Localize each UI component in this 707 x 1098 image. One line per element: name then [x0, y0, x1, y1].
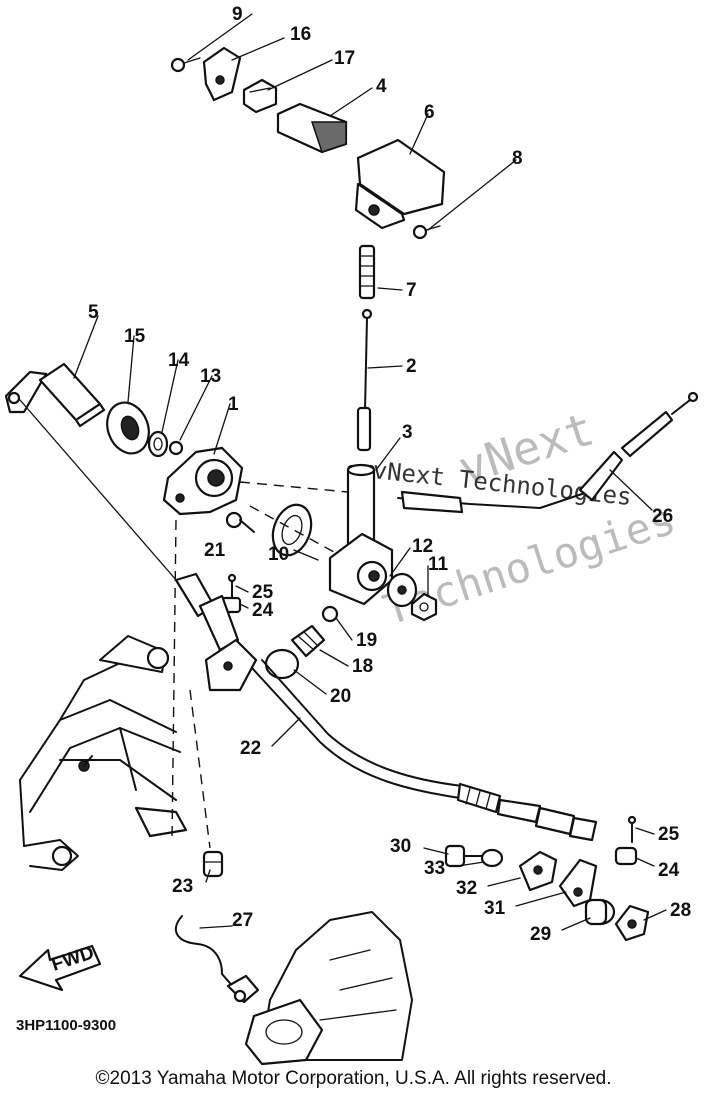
- part-33-washer: [480, 848, 504, 868]
- leader-lines: [73, 13, 667, 931]
- part-23-bolt: [202, 850, 224, 878]
- part-5-shift-shaft: [4, 362, 106, 428]
- callout-3: 3: [402, 422, 413, 443]
- part-1-shift-housing: [162, 446, 244, 516]
- callout-9: 9: [232, 4, 243, 25]
- alignment-line-1: [171, 519, 177, 841]
- part-25-pin-upper: [227, 573, 237, 601]
- part-19-ball: [321, 605, 339, 623]
- part-21-bolt: [225, 511, 255, 533]
- callout-28: 28: [670, 900, 691, 921]
- callout-33: 33: [424, 858, 445, 879]
- part-17-clip: [242, 78, 278, 114]
- callout-6: 6: [424, 102, 435, 123]
- callout-24-lower: 24: [658, 860, 680, 881]
- part-25-pin-lower: [627, 815, 637, 843]
- callout-14: 14: [168, 350, 190, 371]
- alignment-line-3: [239, 481, 349, 493]
- callout-1: 1: [228, 394, 239, 415]
- alignment-line-2: [189, 689, 211, 849]
- part-27-wire: [174, 915, 260, 1004]
- callout-20: 20: [330, 686, 351, 707]
- callout-31: 31: [484, 898, 506, 919]
- callout-32: 32: [456, 878, 477, 899]
- copyright-notice: ©2013 Yamaha Motor Corporation, U.S.A. A…: [95, 1068, 612, 1089]
- part-12-washer: [386, 572, 418, 608]
- callout-5: 5: [88, 302, 99, 323]
- callout-25-lower: 25: [658, 824, 680, 845]
- fwd-arrow-icon: FWD: [18, 942, 102, 992]
- callout-4: 4: [376, 76, 387, 97]
- lower-unit-housing: [244, 911, 413, 1066]
- callout-24-upper: 24: [252, 600, 274, 621]
- part-16-holder: [202, 46, 242, 102]
- callout-13: 13: [200, 366, 221, 387]
- part-14-washer: [147, 430, 169, 458]
- doc-number: 3HP1100-9300: [16, 1017, 116, 1034]
- part-3-shift-arm: [328, 463, 394, 606]
- linkage-rod-upper: [19, 399, 258, 692]
- callout-17: 17: [334, 48, 355, 69]
- part-22-shift-cable: [251, 659, 598, 842]
- callout-18: 18: [352, 656, 373, 677]
- shift-bracket-frame: [19, 635, 188, 871]
- callout-29: 29: [530, 924, 551, 945]
- part-32-collar: [518, 850, 558, 892]
- callout-7: 7: [406, 280, 417, 301]
- callout-27: 27: [232, 910, 253, 931]
- part-29-bushing: [584, 898, 616, 926]
- callout-19: 19: [356, 630, 377, 651]
- callout-10: 10: [268, 544, 289, 565]
- part-8-bolt: [412, 224, 441, 240]
- callout-labels: 9 16 17 4 6 8 7 2 5 15 14 13 1 3 26 21 1…: [88, 4, 691, 945]
- part-4-grip: [276, 102, 348, 154]
- callout-15: 15: [124, 326, 146, 347]
- callout-12: 12: [412, 536, 433, 557]
- part-2-rod: [356, 308, 373, 452]
- part-7-spring: [358, 244, 376, 300]
- part-26-cable: [397, 391, 699, 514]
- part-20-bushing: [264, 648, 300, 680]
- callout-11: 11: [428, 554, 449, 575]
- part-6-lever-handle: [354, 138, 446, 230]
- callout-16: 16: [290, 24, 311, 45]
- callout-25-upper: 25: [252, 582, 274, 603]
- part-18-spring: [290, 624, 326, 658]
- callout-21: 21: [204, 540, 226, 561]
- part-11-nut: [410, 592, 438, 622]
- part-24-pin-lower: [614, 846, 638, 866]
- callout-22: 22: [240, 738, 261, 759]
- part-15-seal: [106, 401, 150, 455]
- callout-26: 26: [652, 506, 673, 527]
- callout-23: 23: [172, 876, 193, 897]
- part-9-screw: [170, 57, 201, 73]
- callout-30: 30: [390, 836, 411, 857]
- part-13-ring: [168, 440, 184, 456]
- part-31-arm: [558, 858, 598, 908]
- callout-8: 8: [512, 148, 523, 169]
- callout-2: 2: [406, 356, 417, 377]
- part-28-clip: [614, 904, 650, 942]
